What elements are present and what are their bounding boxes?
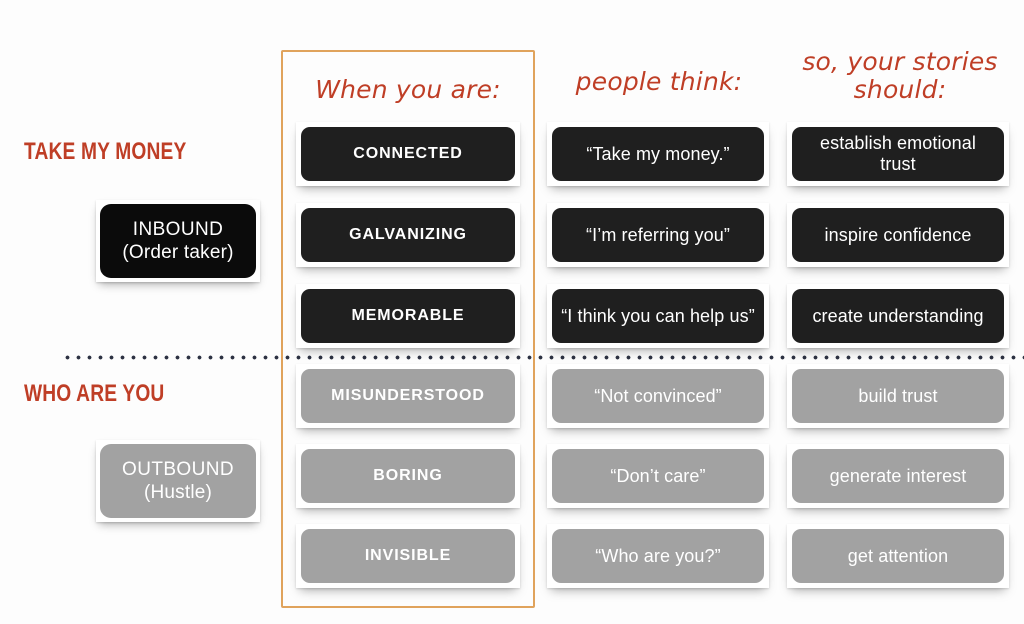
- card-when-you-are-misunderstood: MISUNDERSTOOD: [296, 364, 520, 428]
- card-people-think-galvanizing: “I’m referring you”: [547, 203, 769, 267]
- column-header-your-stories-should: so, your stories should:: [802, 47, 998, 104]
- card-label: create understanding: [812, 305, 984, 326]
- card-your-stories-galvanizing: inspire confidence: [787, 203, 1009, 267]
- card-label: GALVANIZING: [349, 226, 467, 243]
- card-people-think-connected: “Take my money.”: [547, 122, 769, 186]
- card-label: INVISIBLE: [364, 547, 452, 564]
- card-label: BORING: [373, 467, 443, 484]
- badge-outbound-body: OUTBOUND (Hustle): [100, 444, 256, 518]
- card-body: MEMORABLE: [301, 289, 515, 343]
- card-body: get attention: [792, 529, 1004, 583]
- badge-inbound: INBOUND (Order taker): [96, 200, 260, 282]
- card-your-stories-connected: establish emotional trust: [787, 122, 1009, 186]
- card-body: “I think you can help us”: [552, 289, 764, 343]
- badge-inbound-line1: INBOUND: [132, 218, 224, 240]
- axis-label-take-my-money: TAKE MY MONEY: [24, 138, 187, 165]
- card-body: generate interest: [792, 449, 1004, 503]
- card-body: “Don’t care”: [552, 449, 764, 503]
- card-label: “Take my money.”: [586, 143, 730, 164]
- badge-inbound-body: INBOUND (Order taker): [100, 204, 256, 278]
- card-label: MEMORABLE: [351, 307, 465, 324]
- card-your-stories-memorable: create understanding: [787, 284, 1009, 348]
- highlighted-column-outline: [281, 50, 535, 608]
- card-people-think-invisible: “Who are you?”: [547, 524, 769, 588]
- card-body: inspire confidence: [792, 208, 1004, 262]
- card-when-you-are-connected: CONNECTED: [296, 122, 520, 186]
- card-your-stories-misunderstood: build trust: [787, 364, 1009, 428]
- card-body: “Take my money.”: [552, 127, 764, 181]
- card-body: CONNECTED: [301, 127, 515, 181]
- axis-label-who-are-you: WHO ARE YOU: [24, 380, 165, 407]
- card-body: GALVANIZING: [301, 208, 515, 262]
- card-label: MISUNDERSTOOD: [331, 387, 485, 404]
- badge-outbound-line1: OUTBOUND: [122, 458, 234, 480]
- card-body: MISUNDERSTOOD: [301, 369, 515, 423]
- card-label: build trust: [858, 385, 938, 406]
- card-body: establish emotional trust: [792, 127, 1004, 181]
- card-label: “Don’t care”: [610, 465, 706, 486]
- card-body: “Who are you?”: [552, 529, 764, 583]
- card-when-you-are-galvanizing: GALVANIZING: [296, 203, 520, 267]
- card-body: create understanding: [792, 289, 1004, 343]
- column-header-people-think: people think:: [575, 67, 743, 96]
- card-label: “Who are you?”: [595, 545, 721, 566]
- card-body: INVISIBLE: [301, 529, 515, 583]
- card-body: “Not convinced”: [552, 369, 764, 423]
- card-label: inspire confidence: [824, 224, 972, 245]
- card-when-you-are-boring: BORING: [296, 444, 520, 508]
- card-label: “I’m referring you”: [586, 224, 730, 245]
- card-label: get attention: [847, 545, 949, 566]
- card-label: generate interest: [829, 465, 967, 486]
- card-label: CONNECTED: [353, 145, 463, 162]
- badge-outbound: OUTBOUND (Hustle): [96, 440, 260, 522]
- badge-inbound-line2: (Order taker): [122, 242, 234, 263]
- card-your-stories-invisible: get attention: [787, 524, 1009, 588]
- card-label: “Not convinced”: [594, 385, 722, 406]
- card-body: build trust: [792, 369, 1004, 423]
- card-people-think-boring: “Don’t care”: [547, 444, 769, 508]
- card-label: “I think you can help us”: [561, 305, 755, 326]
- card-when-you-are-invisible: INVISIBLE: [296, 524, 520, 588]
- card-people-think-misunderstood: “Not convinced”: [547, 364, 769, 428]
- card-people-think-memorable: “I think you can help us”: [547, 284, 769, 348]
- badge-outbound-line2: (Hustle): [143, 482, 213, 503]
- card-your-stories-boring: generate interest: [787, 444, 1009, 508]
- card-label: establish emotional trust: [820, 133, 976, 174]
- card-when-you-are-memorable: MEMORABLE: [296, 284, 520, 348]
- card-body: “I’m referring you”: [552, 208, 764, 262]
- dotted-divider: [62, 355, 1024, 360]
- card-body: BORING: [301, 449, 515, 503]
- column-header-when-you-are: When you are:: [315, 75, 501, 104]
